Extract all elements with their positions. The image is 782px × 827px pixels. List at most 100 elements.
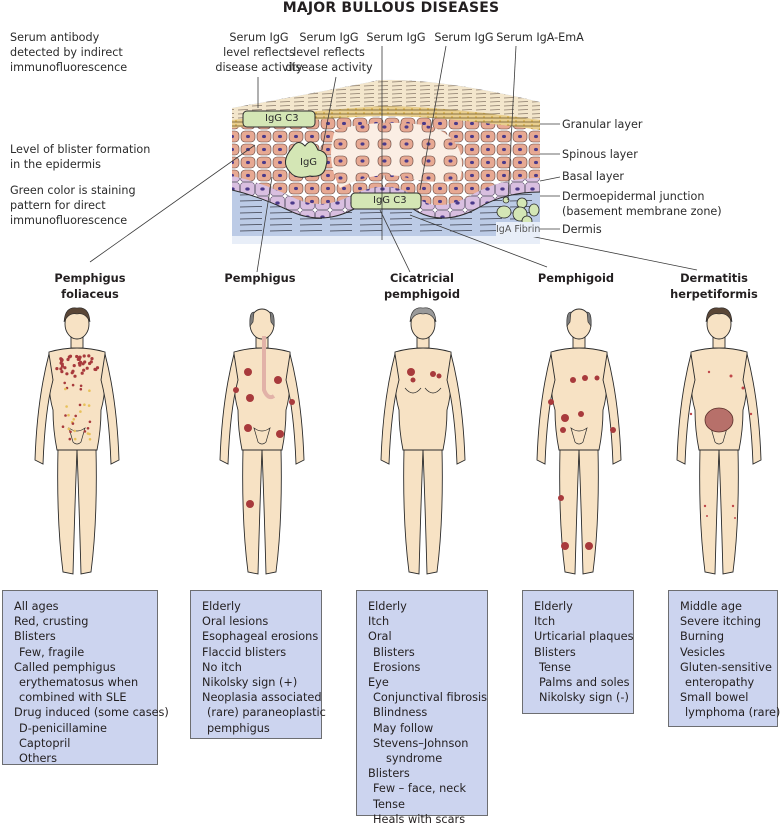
feature-item: Blisters	[368, 645, 479, 660]
lesion	[82, 362, 85, 365]
lesion	[83, 403, 86, 406]
lesion	[87, 432, 90, 435]
feature-item: Itch	[368, 614, 479, 629]
feature-item: combined with SLE	[14, 690, 149, 705]
feature-item: syndrome	[368, 751, 479, 766]
lesion	[65, 405, 68, 408]
feature-item: Oral lesions	[202, 614, 313, 629]
features-box-pemphigoid: ElderlyItchUrticarial plaquesBlistersTen…	[522, 590, 634, 714]
right-arm	[101, 354, 119, 464]
lesion	[582, 375, 588, 381]
lesion	[90, 357, 93, 360]
right-arm	[743, 354, 761, 464]
lesion	[704, 505, 706, 507]
lesion	[407, 368, 415, 376]
figure-cicatricial-pemphigoid	[381, 308, 465, 574]
feature-item: Elderly	[368, 599, 479, 614]
lesion	[72, 422, 75, 425]
figure-dermatitis-herpetiformis	[677, 308, 761, 574]
features-box-pemphigus: ElderlyOral lesionsEsophageal erosionsFl…	[190, 590, 322, 739]
feature-item: Palms and soles	[534, 675, 625, 690]
left-arm	[35, 354, 53, 464]
feature-item: Severe itching	[680, 614, 769, 629]
feature-item: Few – face, neck	[368, 781, 479, 796]
lesion	[86, 367, 89, 370]
feature-item: Nikolsky sign (-)	[534, 690, 625, 705]
torso	[395, 348, 452, 450]
lesion	[78, 356, 81, 359]
lesion	[80, 385, 83, 388]
feature-item: Erosions	[368, 660, 479, 675]
feature-item: All ages	[14, 599, 149, 614]
feature-item: enteropathy	[680, 675, 769, 690]
feature-item: (rare) paraneoplastic	[202, 705, 313, 720]
lesion	[62, 425, 65, 428]
lesion	[548, 399, 554, 405]
feature-item: Flaccid blisters	[202, 645, 313, 660]
lesion	[69, 431, 72, 434]
lesion	[78, 362, 81, 365]
lesion	[246, 500, 254, 508]
lesion	[690, 413, 692, 415]
lesion	[570, 377, 576, 383]
lesion	[289, 399, 295, 405]
lesion	[87, 354, 90, 357]
lesion	[79, 410, 82, 413]
lesion	[80, 388, 83, 391]
lesion	[73, 375, 76, 378]
feature-item: Burning	[680, 629, 769, 644]
feature-item: Eye	[368, 675, 479, 690]
lesion	[60, 370, 63, 373]
lesion	[93, 368, 96, 371]
lesion	[84, 430, 87, 433]
feature-item: Esophageal erosions	[202, 629, 313, 644]
feature-item: May follow	[368, 721, 479, 736]
right-arm	[447, 354, 465, 464]
lesion	[83, 354, 86, 357]
lesion	[706, 515, 708, 517]
lesion	[732, 505, 734, 507]
feature-item: Conjunctival fibrosis	[368, 690, 479, 705]
feature-item: Gluten-sensitive	[680, 660, 769, 675]
left-arm	[537, 354, 555, 464]
feature-item: Small bowel	[680, 690, 769, 705]
lesion	[87, 427, 90, 430]
feature-item: Tense	[534, 660, 625, 675]
lesion	[88, 362, 91, 365]
lesion	[437, 374, 442, 379]
lesion	[73, 418, 76, 421]
lesion	[561, 414, 569, 422]
lesion	[68, 355, 71, 358]
small-intestine	[705, 408, 733, 432]
feature-item: Middle age	[680, 599, 769, 614]
lesion	[64, 388, 67, 391]
feature-item: Blisters	[368, 766, 479, 781]
lesion	[558, 495, 564, 501]
lesion	[65, 372, 68, 375]
lesion	[89, 421, 92, 424]
feature-item: erythematosus when	[14, 675, 149, 690]
lesion	[411, 378, 416, 383]
lesion	[610, 427, 616, 433]
lesion	[59, 357, 62, 360]
feature-item: lymphoma (rare)	[680, 705, 769, 720]
lesion	[244, 424, 252, 432]
features-box-dermatitis-herpetiformis: Middle ageSevere itchingBurningVesiclesG…	[668, 590, 778, 727]
lesion	[79, 404, 82, 407]
left-arm	[220, 354, 238, 464]
right-arm	[603, 354, 621, 464]
feature-item: Called pemphigus	[14, 660, 149, 675]
feature-item: pemphigus	[202, 721, 313, 736]
feature-item: Blisters	[14, 629, 149, 644]
lesion	[742, 387, 745, 390]
feature-item: Red, crusting	[14, 614, 149, 629]
lesion	[734, 517, 736, 519]
lesion	[71, 370, 74, 373]
lesion	[81, 372, 84, 375]
lesion	[67, 414, 70, 417]
lesion	[244, 368, 252, 376]
figure-pemphigus-foliaceus	[35, 308, 119, 574]
feature-item: D-penicillamine	[14, 721, 149, 736]
feature-item: Few, fragile	[14, 645, 149, 660]
lesion	[75, 355, 78, 358]
